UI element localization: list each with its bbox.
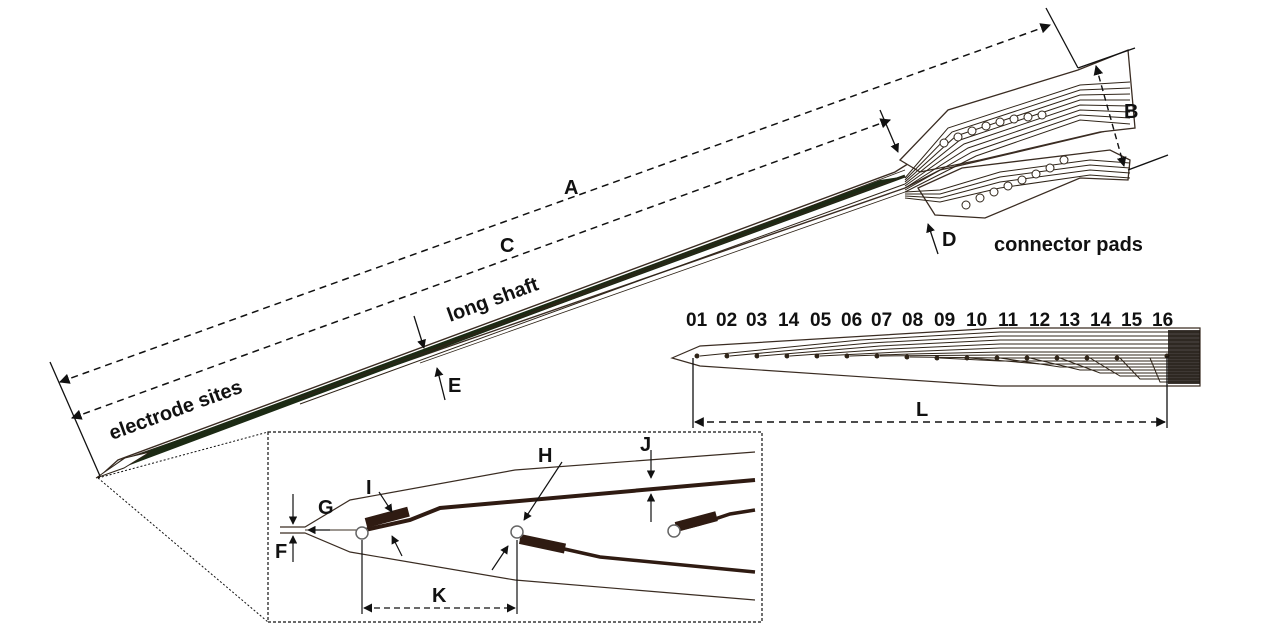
label-K: K: [432, 585, 447, 607]
dimension-C-arrow: [879, 109, 899, 153]
site-number: 10: [966, 310, 987, 331]
label-L: L: [916, 399, 928, 421]
zoom-inset: [280, 450, 756, 614]
label-I: I: [366, 477, 372, 499]
site-number: 15: [1121, 310, 1143, 331]
label-B: B: [1124, 101, 1138, 123]
site-number: 13: [1059, 310, 1080, 331]
site-number: 11: [998, 310, 1019, 331]
connector-pads-label: connector pads: [994, 234, 1143, 256]
site-numbers: 01 02 03 14 05 06 07 08 09 10 11 12 13 1…: [686, 310, 1173, 331]
site-number: 09: [934, 310, 955, 331]
site-number: 06: [841, 310, 862, 331]
dimension-C: [71, 118, 891, 420]
site-number: 03: [746, 310, 767, 331]
dimension-E-arrow-top: [413, 315, 426, 349]
site-number: 01: [686, 310, 708, 331]
site-number: 12: [1029, 310, 1050, 331]
label-J: J: [640, 434, 651, 456]
label-E: E: [448, 375, 461, 397]
label-H: H: [538, 445, 552, 467]
electrode-sites-label: electrode sites: [106, 376, 245, 445]
label-D: D: [942, 229, 956, 251]
dimension-D-arrow: [926, 223, 939, 255]
label-F: F: [275, 541, 287, 563]
site-number: 08: [902, 310, 923, 331]
connector-head: [898, 49, 1136, 219]
zoom-connector-lines: [97, 431, 269, 623]
dimension-B: [1077, 47, 1169, 171]
site-number: 05: [810, 310, 832, 331]
site-number: 07: [871, 310, 892, 331]
label-G: G: [318, 497, 334, 519]
site-number: 02: [716, 310, 737, 331]
label-C: C: [500, 235, 514, 257]
site-number: 14: [778, 310, 800, 331]
label-A: A: [564, 177, 578, 199]
dimension-E-arrow-bottom: [434, 367, 446, 401]
tip-detail: [670, 327, 1201, 387]
site-number: 16: [1152, 310, 1173, 331]
dimension-L: [692, 356, 1168, 428]
site-number: 14: [1090, 310, 1112, 331]
